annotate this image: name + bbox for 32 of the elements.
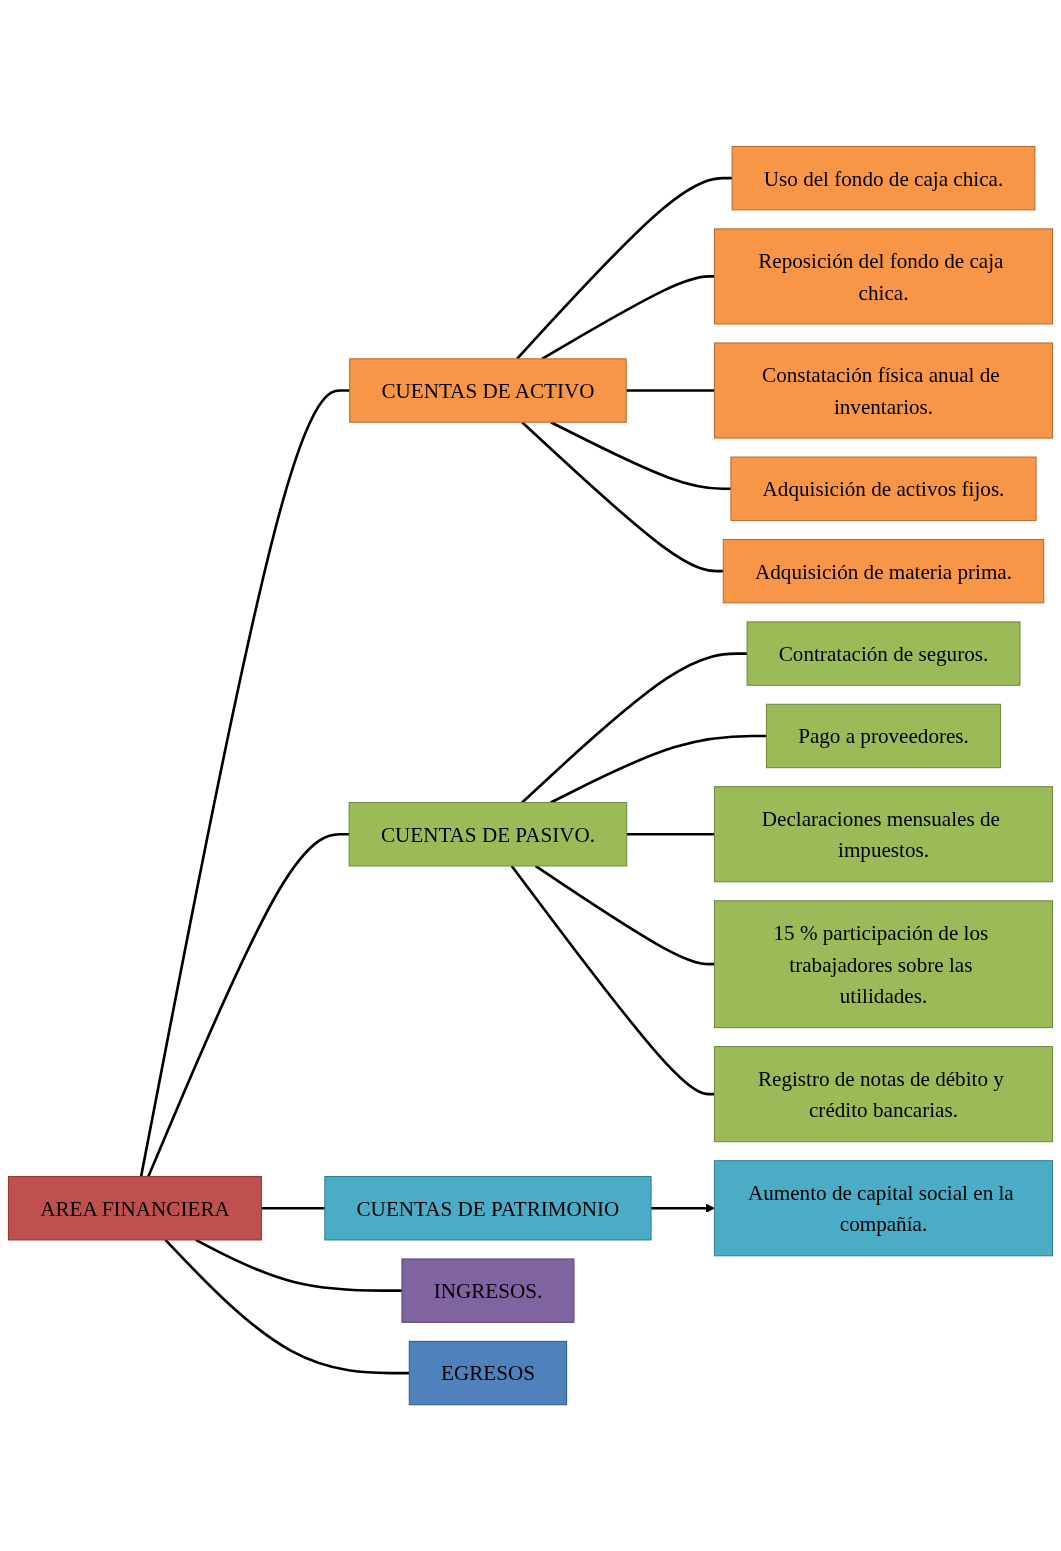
connector [516, 176, 733, 360]
node-box: Constatación física anual de inventarios. [713, 342, 1054, 439]
connector [164, 1238, 410, 1375]
node-box: AREA FINANCIERA [7, 1175, 262, 1241]
connector [147, 832, 350, 1177]
node-box: Contratación de seguros. [746, 621, 1021, 686]
arrow [651, 1203, 715, 1213]
connector [626, 832, 715, 836]
node-box: Declaraciones mensuales de impuestos. [713, 786, 1054, 883]
connector [261, 1206, 325, 1210]
connector [139, 389, 350, 1177]
connector [195, 1238, 402, 1292]
node-box: Registro de notas de débito y crédito bancarias. [713, 1045, 1054, 1143]
connector [550, 734, 767, 804]
connector [534, 864, 715, 966]
node-box: CUENTAS DE PATRIMONIO [324, 1175, 652, 1241]
node-box: Adquisición de activos fijos. [730, 456, 1037, 521]
connector [521, 421, 724, 573]
connector [626, 389, 715, 392]
connector [541, 274, 715, 360]
node-box: CUENTAS DE PASIVO. [348, 801, 628, 867]
connector [521, 652, 748, 804]
node-box: Adquisición de materia prima. [722, 538, 1045, 604]
node-box: CUENTAS DE ACTIVO [349, 358, 627, 423]
node-box: Reposición del fondo de caja chica. [713, 228, 1054, 325]
connector [510, 865, 715, 1096]
node-box: Uso del fondo de caja chica. [731, 145, 1036, 211]
node-box: EGRESOS [408, 1340, 568, 1406]
node-box: 15 % participación de los trabajadores sobre las utilidades. [713, 900, 1054, 1028]
node-box: Pago a proveedores. [765, 703, 1002, 769]
node-box: Aumento de capital social en la compañía. [713, 1160, 1054, 1257]
node-box: INGRESOS. [401, 1258, 575, 1323]
